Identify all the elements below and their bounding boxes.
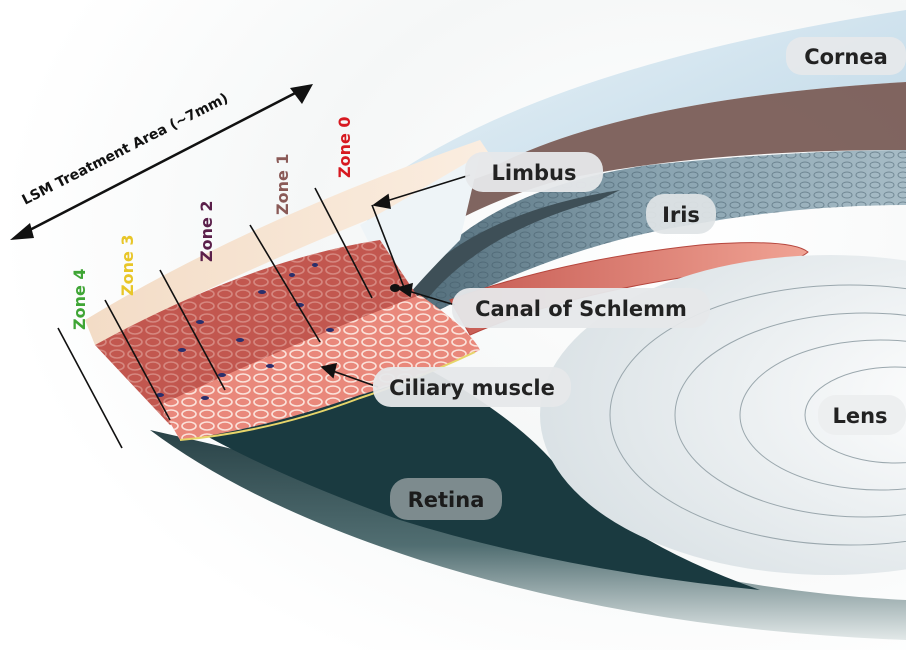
retina-pill: Retina [390, 478, 502, 520]
canal-pill: Canal of Schlemm [452, 288, 710, 328]
ciliary-label: Ciliary muscle [389, 376, 555, 400]
lens-label: Lens [832, 404, 887, 428]
retina-label: Retina [408, 488, 485, 512]
ciliary-pill: Ciliary muscle [373, 367, 571, 407]
iris-label: Iris [662, 203, 700, 227]
zone-2-label: Zone 2 [197, 200, 216, 262]
cornea-label: Cornea [804, 45, 888, 69]
zone-1-label: Zone 1 [273, 153, 292, 215]
zone-4-label: Zone 4 [70, 268, 89, 330]
iris-pill: Iris [646, 194, 716, 234]
limbus-label: Limbus [492, 161, 577, 185]
limbus-pill: Limbus [465, 152, 603, 192]
zone-3-label: Zone 3 [118, 234, 137, 296]
canal-label: Canal of Schlemm [475, 297, 687, 321]
cornea-pill: Cornea [786, 37, 906, 75]
lens-pill: Lens [818, 395, 906, 435]
zone-0-label: Zone 0 [335, 116, 354, 178]
